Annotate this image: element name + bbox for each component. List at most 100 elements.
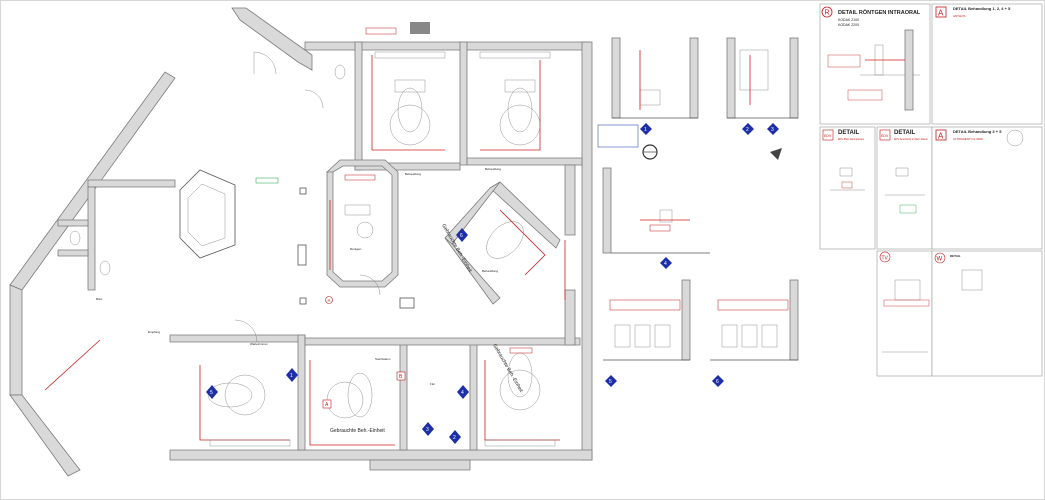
- room-label: Wartezimmer: [250, 342, 268, 346]
- door-swing: [359, 274, 381, 296]
- note-box: [255, 177, 279, 184]
- svg-text:B: B: [399, 374, 403, 380]
- svg-text:R: R: [825, 10, 830, 17]
- svg-text:DETAIL: DETAIL: [838, 130, 860, 136]
- reception-counter-inner: [187, 183, 226, 247]
- svg-text:W: W: [937, 257, 943, 263]
- svg-text:2: 2: [453, 435, 456, 441]
- cabinet-row: [479, 51, 551, 59]
- elevation-2: 2 3: [726, 37, 799, 160]
- toilet: [69, 230, 81, 246]
- marker-b: B: [396, 371, 406, 381]
- wall-left-room-v: [87, 186, 96, 291]
- svg-text:DETAIL: DETAIL: [950, 254, 961, 258]
- unit-label: Gebrauchte Beh.-Einheit: [330, 428, 385, 434]
- toilet: [334, 64, 346, 80]
- room-label: Büro: [96, 297, 103, 301]
- svg-text:EDV-Anschluss im Beh.-Raum: EDV-Anschluss im Beh.-Raum: [894, 138, 928, 141]
- wall-left-diagonal: [231, 7, 313, 71]
- svg-text:A: A: [325, 402, 329, 408]
- floor-plan: Wartezimmer Behandlung Behandlung Behand…: [9, 7, 593, 477]
- wall-horizontal-2: [466, 157, 583, 166]
- column: [299, 297, 307, 305]
- installation-line: [309, 360, 395, 446]
- elevation-1: 1: [597, 37, 699, 160]
- wall-bottom-interior: [169, 334, 306, 343]
- installation-line: [199, 365, 290, 441]
- wall-left-lower: [9, 284, 23, 396]
- unit-label: Gebrauchte Beh.-Einheit: [491, 343, 524, 394]
- svg-text:DETAIL RÖNTGEN INTRAORAL: DETAIL RÖNTGEN INTRAORAL: [838, 9, 921, 16]
- svg-text:KODAK 2100: KODAK 2100: [838, 18, 859, 22]
- elevation-5: 5: [603, 279, 691, 387]
- cabinet-row: [484, 439, 556, 447]
- installation-line: [480, 60, 541, 151]
- svg-text:TV: TV: [882, 256, 889, 262]
- wall-diagonal-room: [489, 181, 561, 249]
- wall-v-bottom-1: [297, 334, 306, 451]
- detail-panel-edv-1: EDV DETAIL EDV-Platz Rezeptionen: [819, 126, 876, 250]
- svg-text:DETAIL: DETAIL: [894, 130, 916, 136]
- installation-line: [499, 209, 546, 276]
- section-marker-2: 2: [449, 430, 461, 444]
- wall-right-inner: [564, 164, 576, 236]
- wall-right: [581, 41, 593, 461]
- wall-vertical-1: [354, 41, 363, 171]
- room-label: Behandlung: [485, 167, 501, 171]
- wall-bottom-notch: [369, 459, 471, 471]
- elevation-6: 6: [710, 279, 799, 387]
- room-label: Sterilisation: [375, 357, 391, 361]
- svg-text:EDV: EDV: [881, 134, 889, 138]
- detail-panel-w: W DETAIL: [931, 250, 1043, 377]
- logo-box: [410, 22, 430, 34]
- marker-a: A: [322, 399, 332, 409]
- room-label: Behandlung: [405, 172, 421, 176]
- sterilisation-equipment: [344, 204, 374, 239]
- wall-v-bottom-3: [469, 339, 478, 451]
- room-label: Empfang: [148, 330, 160, 334]
- wall-left-room: [87, 179, 176, 188]
- detail-panel-roentgen: R DETAIL RÖNTGEN INTRAORAL KODAK 2100 KO…: [819, 3, 931, 125]
- svg-text:4: 4: [664, 261, 667, 267]
- svg-text:4: 4: [461, 390, 464, 396]
- reception-counter: [179, 169, 236, 259]
- room-label: Flur: [430, 382, 435, 386]
- dental-chair: [207, 374, 266, 416]
- marker-r: R: [325, 296, 333, 304]
- svg-text:ANTHOS: ANTHOS: [953, 14, 966, 18]
- svg-text:2: 2: [746, 127, 749, 133]
- wall-bottom: [169, 449, 593, 461]
- dental-chair: [389, 79, 431, 146]
- detail-panel-edv-2: EDV DETAIL EDV-Anschluss im Beh.-Raum: [876, 126, 933, 250]
- wall-small-wc2: [57, 249, 89, 257]
- elevation-details: 1 2 3 4: [597, 37, 799, 387]
- installation-line: [371, 55, 445, 151]
- note-box: [365, 27, 397, 35]
- wall-top: [304, 41, 591, 51]
- installation-line: [484, 360, 560, 441]
- cabinet-row: [374, 51, 446, 59]
- svg-text:5: 5: [210, 390, 213, 396]
- svg-text:DETAIL Behandlung 3 + 5: DETAIL Behandlung 3 + 5: [953, 129, 1002, 134]
- svg-text:6: 6: [460, 233, 463, 239]
- dental-chair: [499, 79, 541, 146]
- note-box: [344, 174, 376, 181]
- room-label: Behandlung: [482, 269, 498, 273]
- wall-vertical-2: [459, 41, 468, 166]
- svg-text:3: 3: [771, 127, 774, 133]
- wall-left-bottom-diagonal: [9, 394, 81, 477]
- section-marker-6: 6: [456, 228, 468, 242]
- svg-text:R: R: [328, 298, 331, 303]
- svg-text:5: 5: [609, 379, 612, 385]
- wall-right-inner-2: [564, 289, 576, 346]
- cabinet-row: [209, 439, 291, 447]
- note-box: [509, 347, 533, 354]
- svg-text:3: 3: [426, 427, 429, 433]
- section-marker-1: 1: [286, 368, 298, 382]
- toilet: [99, 260, 111, 276]
- detail-panel-behandlung-2: A DETAIL Behandlung 3 + 5 ULTRADENT DL 3…: [931, 126, 1043, 250]
- installation-line: [44, 339, 101, 391]
- section-marker-3: 3: [422, 422, 434, 436]
- detail-panel-behandlung-1: A DETAIL Behandlung 1, 2, 4 + 5 ANTHOS: [931, 3, 1043, 125]
